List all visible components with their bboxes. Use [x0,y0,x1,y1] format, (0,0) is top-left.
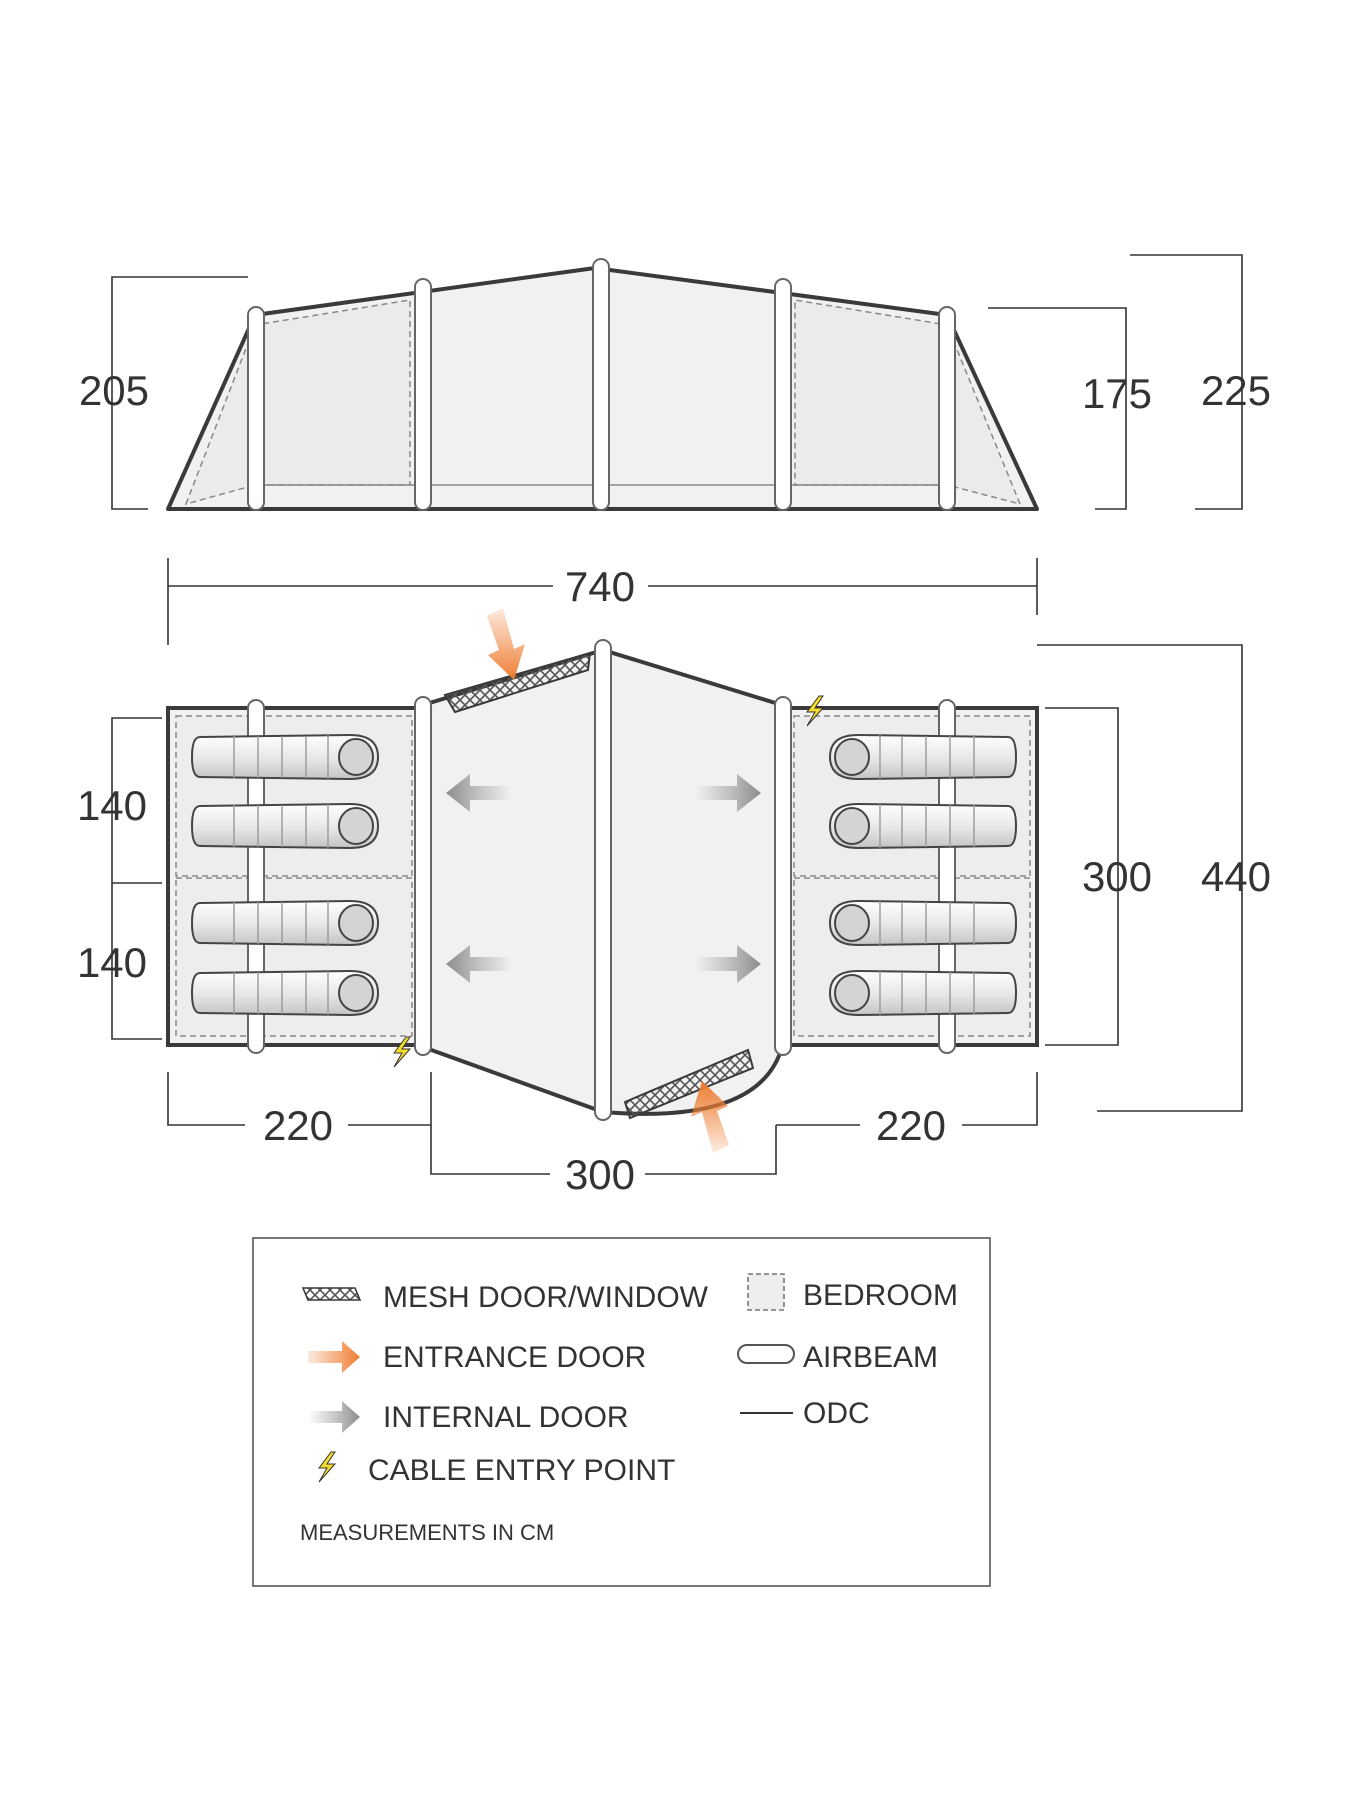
legend-cable-label: CABLE ENTRY POINT [368,1454,675,1487]
sleeping-bag-right-3 [829,900,1017,946]
mesh-legend-icon [301,1287,362,1301]
left-bedroom-wall [184,299,411,506]
airbeam-plan-1 [247,699,265,1054]
airbeam-side-5 [938,306,956,511]
dim-right-inner-height: 175 [1082,370,1152,417]
airbeam-side-1 [247,306,265,511]
dim-bedroom-depth-bottom: 140 [77,939,147,986]
internal-door-arrow-right-bottom [695,945,761,983]
airbeam-side-3 [592,258,610,511]
internal-door-legend-icon [308,1401,360,1433]
entrance-door-legend-icon [308,1341,360,1373]
sleeping-bag-left-3 [191,900,379,946]
side-elevation: 205 175 225 740 [79,254,1271,645]
legend-bedroom-label: BEDROOM [803,1279,958,1312]
legend-measurement-note: MEASUREMENTS IN CM [300,1520,554,1545]
airbeam-plan-3 [594,639,612,1121]
bedroom-legend-icon [747,1273,785,1311]
legend-box [252,1237,991,1587]
dim-bedroom-width: 300 [1082,853,1152,900]
legend-entrance-label: ENTRANCE DOOR [383,1341,646,1374]
dim-bedroom-depth-top: 140 [77,782,147,829]
legend: MESH DOOR/WINDOW ENTRANCE DOOR INTERNAL … [252,1237,991,1587]
sleeping-bag-left-1 [191,734,379,780]
floor-plan: 140 140 300 440 220 220 300 [77,608,1271,1198]
airbeam-side-4 [774,278,792,511]
sleeping-bag-left-2 [191,803,379,849]
airbeam-legend-icon [737,1344,795,1364]
right-bedroom-wall [794,299,1022,506]
sleeping-bag-left-4 [191,970,379,1016]
internal-door-arrow-left-top [446,774,512,812]
living-area-right [601,648,784,1116]
dim-total-width: 440 [1201,853,1271,900]
legend-internal-label: INTERNAL DOOR [383,1401,629,1434]
dim-left-height: 205 [79,367,149,414]
entrance-arrow-top [487,608,525,680]
legend-mesh-label: MESH DOOR/WINDOW [383,1281,709,1314]
dim-right-outer-height: 225 [1201,367,1271,414]
sleeping-bag-right-4 [829,970,1017,1016]
living-area-left [421,648,605,1114]
internal-door-arrow-left-bottom [446,945,512,983]
mesh-door-bottom [623,1048,755,1120]
sleeping-bag-right-2 [829,803,1017,849]
mesh-door-top [443,651,592,714]
entrance-arrow-bottom [691,1081,729,1153]
legend-odc-label: ODC [803,1397,870,1430]
dim-total-length: 740 [565,563,635,610]
airbeam-side-2 [414,278,432,511]
dim-left-bedroom-length: 220 [263,1102,333,1149]
airbeam-plan-5 [938,699,956,1054]
internal-door-arrow-right-top [695,774,761,812]
sleeping-bag-right-1 [829,734,1017,780]
legend-airbeam-label: AIRBEAM [803,1341,938,1374]
airbeam-plan-2 [414,696,432,1056]
dim-right-bedroom-length: 220 [876,1102,946,1149]
dim-living-length: 300 [565,1151,635,1198]
airbeam-plan-4 [774,696,792,1056]
